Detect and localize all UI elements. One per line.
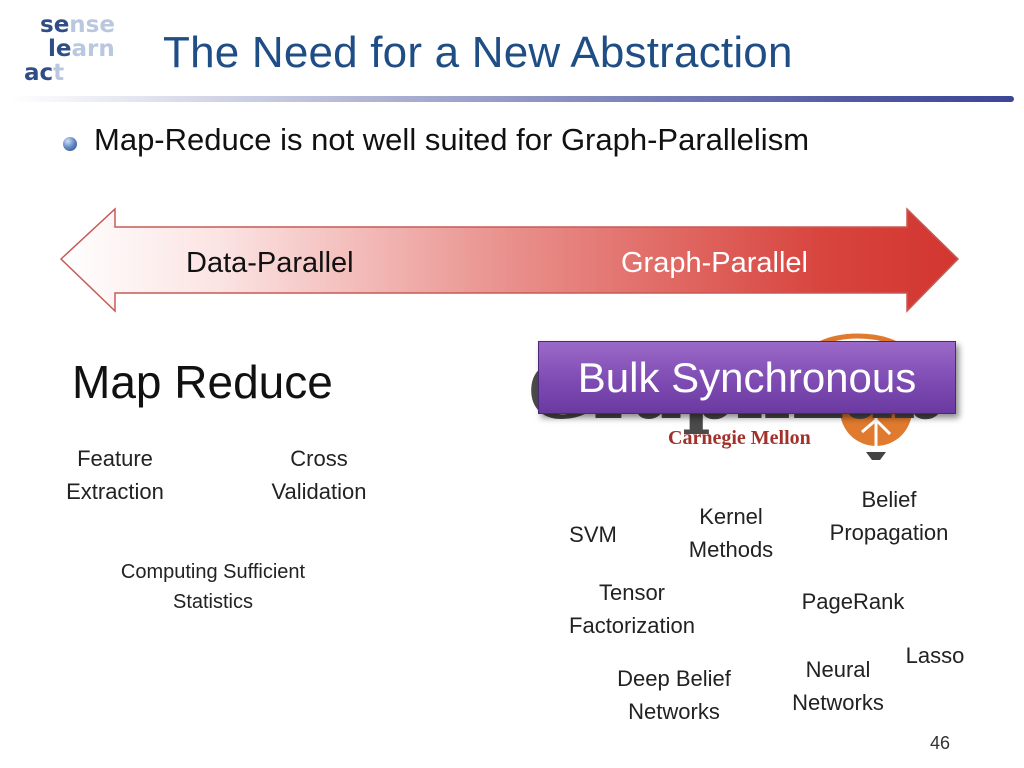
page-number: 46 [930, 733, 951, 753]
lasso-label: Lasso [905, 643, 965, 668]
logo-line-2: learn [48, 36, 115, 62]
data-to-graph-parallel-arrow [59, 207, 960, 313]
logo-line-3: act [24, 60, 65, 86]
tensor-factorization-label: Tensor Factorization [569, 580, 695, 638]
arrow-shape [59, 207, 960, 313]
slide-title: The Need for a New Abstraction [163, 28, 793, 77]
svm-label: SVM [569, 522, 617, 547]
deep-belief-networks-label: Deep Belief Networks [617, 666, 731, 724]
map-reduce-heading: Map Reduce [72, 356, 333, 408]
logo-line-1: sense [40, 12, 115, 38]
data-parallel-label: Data-Parallel [186, 247, 354, 279]
bullet-icon [63, 137, 77, 151]
title-divider [10, 96, 1014, 102]
pagerank-label: PageRank [801, 589, 905, 614]
neural-networks-label: Neural Networks [792, 657, 884, 715]
belief-propagation-label: Belief Propagation [829, 487, 949, 545]
bulk-synchronous-box: Bulk Synchronous [538, 341, 956, 414]
carnegie-mellon-label: Carnegie Mellon [668, 427, 811, 449]
graph-parallel-label: Graph-Parallel [621, 247, 808, 279]
kernel-methods-label: Kernel Methods [688, 504, 774, 562]
bullet-text: Map-Reduce is not well suited for Graph-… [94, 122, 810, 157]
computing-sufficient-statistics-label: Computing Sufficient Statistics [120, 561, 306, 613]
sense-learn-act-logo: sense learn act [22, 14, 132, 92]
feature-extraction-label: Feature Extraction [66, 446, 164, 504]
cross-validation-label: Cross Validation [271, 446, 367, 504]
